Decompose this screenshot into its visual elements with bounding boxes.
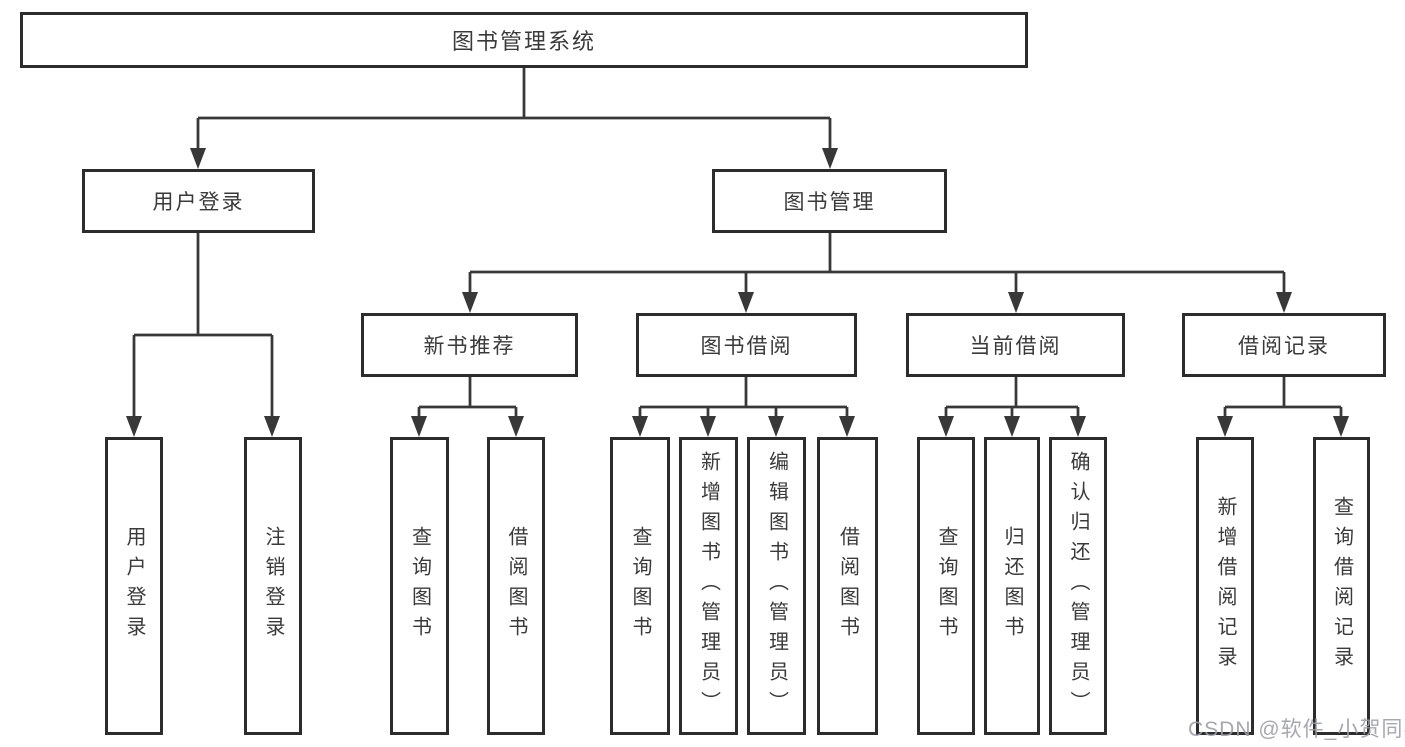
node-book-management: 图书管理 xyxy=(712,169,947,233)
node-label: 图书管理 xyxy=(783,191,876,214)
leaf-query-books-current: 查询图书 xyxy=(917,437,975,735)
node-label: 归还图书 xyxy=(1001,526,1023,646)
leaf-add-borrow-record: 新增借阅记录 xyxy=(1196,437,1254,735)
leaf-query-borrow-record: 查询借阅记录 xyxy=(1313,437,1370,735)
arrowhead xyxy=(1004,416,1020,437)
node-label: 借阅图书 xyxy=(505,526,527,646)
node-label: 用户登录 xyxy=(152,191,245,214)
node-label: 图书借阅 xyxy=(700,335,793,358)
leaf-return-books: 归还图书 xyxy=(984,437,1040,735)
node-label: 确认归还（管理员） xyxy=(1067,451,1089,721)
arrowhead xyxy=(126,416,142,437)
node-label: 查询图书 xyxy=(935,526,957,646)
leaf-borrow-books-recommend: 借阅图书 xyxy=(487,437,545,735)
arrowhead xyxy=(822,148,838,169)
node-label: 借阅图书 xyxy=(836,526,859,646)
connector-book-mgmt-branch xyxy=(468,233,1286,294)
arrowhead xyxy=(1070,416,1086,437)
leaf-logout: 注销登录 xyxy=(244,437,302,735)
node-new-book-recommend: 新书推荐 xyxy=(361,313,578,377)
node-label: 注销登录 xyxy=(262,526,284,646)
leaf-confirm-return-admin: 确认归还（管理员） xyxy=(1049,437,1107,735)
leaf-borrow-books: 借阅图书 xyxy=(817,437,878,735)
node-label: 用户登录 xyxy=(123,526,145,646)
leaf-user-login: 用户登录 xyxy=(105,437,163,735)
arrowhead xyxy=(1333,416,1349,437)
arrowhead xyxy=(1008,292,1024,313)
node-current-borrowing: 当前借阅 xyxy=(906,313,1125,377)
node-label: 查询图书 xyxy=(629,526,651,646)
node-borrowing-records: 借阅记录 xyxy=(1182,313,1386,377)
node-label: 新增借阅记录 xyxy=(1214,496,1236,676)
node-label: 当前借阅 xyxy=(969,335,1062,358)
connector-new-book-branch xyxy=(417,377,518,418)
connector-borrow-record-branch xyxy=(1223,377,1343,418)
arrowhead xyxy=(1276,292,1292,313)
arrowhead xyxy=(411,416,427,437)
node-label: 新增图书（管理员） xyxy=(697,451,720,721)
connector-current-borrow-branch xyxy=(944,377,1080,418)
connector-book-borrow-branch xyxy=(638,377,849,418)
arrowhead xyxy=(190,148,206,169)
arrowhead xyxy=(839,416,855,437)
node-label: 新书推荐 xyxy=(423,335,516,358)
arrowhead xyxy=(700,416,716,437)
csdn-watermark: CSDN @软件_小贺同学 xyxy=(1188,718,1405,741)
node-label: 查询图书 xyxy=(408,526,431,646)
arrowhead xyxy=(508,416,524,437)
node-label: 查询借阅记录 xyxy=(1330,496,1353,676)
arrowhead xyxy=(632,416,648,437)
connector-root-to-level2 xyxy=(196,67,832,150)
arrowhead xyxy=(264,416,280,437)
node-book-borrowing: 图书借阅 xyxy=(636,313,857,377)
node-user-login: 用户登录 xyxy=(82,169,315,233)
leaf-add-books-admin: 新增图书（管理员） xyxy=(679,437,738,735)
arrowhead xyxy=(738,292,754,313)
arrowhead xyxy=(462,292,478,313)
node-label: 编辑图书（管理员） xyxy=(765,451,788,721)
arrowhead xyxy=(938,416,954,437)
arrowhead xyxy=(768,416,784,437)
arrowheads xyxy=(126,148,1349,437)
connector-user-login-branch xyxy=(132,233,274,418)
leaf-edit-books-admin: 编辑图书（管理员） xyxy=(747,437,806,735)
node-label: 图书管理系统 xyxy=(451,29,596,54)
leaf-query-books-borrow: 查询图书 xyxy=(610,437,670,735)
arrowhead xyxy=(1217,416,1233,437)
node-label: 借阅记录 xyxy=(1238,335,1330,358)
node-library-management-system: 图书管理系统 xyxy=(20,12,1028,68)
leaf-query-books-recommend: 查询图书 xyxy=(390,437,449,735)
